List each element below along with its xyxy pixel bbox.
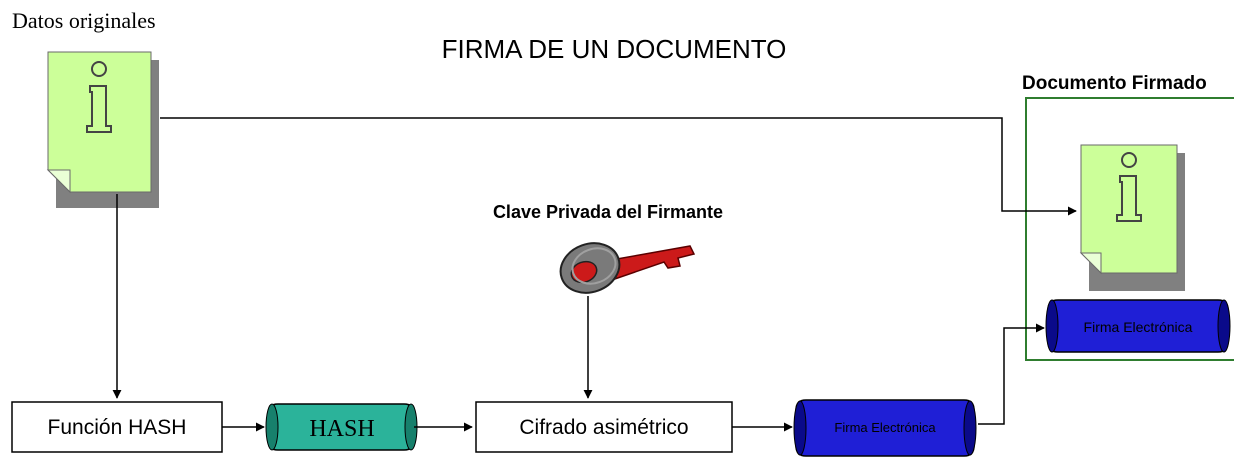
- asymmetric-cipher-label: Cifrado asimétrico: [519, 416, 688, 439]
- key-icon: [559, 242, 696, 294]
- connectors: [112, 117, 1077, 432]
- signed-signature-scroll: Firma Electrónica: [1045, 299, 1231, 353]
- hash-scroll-label: HASH: [309, 416, 374, 442]
- original-document-icon: [46, 51, 159, 208]
- hash-function-box: Función HASH: [11, 401, 223, 453]
- asymmetric-cipher-box: Cifrado asimétrico: [475, 401, 733, 453]
- signature-scroll-label: Firma Electrónica: [834, 420, 936, 435]
- signed-document-icon: [1079, 144, 1185, 291]
- diagram-title: FIRMA DE UN DOCUMENTO: [442, 34, 787, 64]
- arrow-signature-to-signed: [978, 323, 1045, 425]
- original-data-label: Datos originales: [12, 8, 156, 33]
- hash-scroll: HASH: [265, 403, 418, 451]
- hash-function-label: Función HASH: [48, 416, 187, 439]
- signed-document-label: Documento Firmado: [1022, 73, 1207, 94]
- arrow-original-to-signed: [160, 117, 1077, 216]
- signed-signature-label: Firma Electrónica: [1084, 319, 1193, 335]
- signed-document-frame: [1025, 97, 1234, 361]
- signature-scroll: Firma Electrónica: [793, 399, 977, 457]
- private-key-label: Clave Privada del Firmante: [493, 202, 723, 222]
